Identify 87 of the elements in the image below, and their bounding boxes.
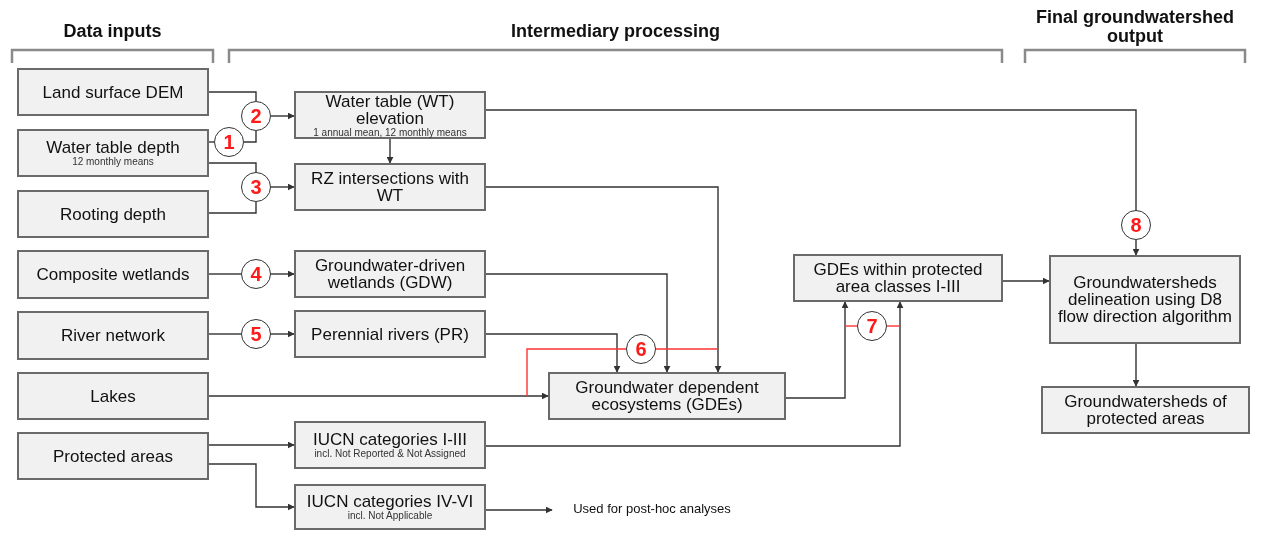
grouping-line (655, 348, 719, 350)
process-box (294, 91, 486, 139)
step-number-circle (214, 127, 244, 157)
connector-arrow (1132, 239, 1140, 256)
box-label: Water table (WT) elevation (324, 92, 456, 127)
connector-arrow (386, 138, 394, 164)
box-label: River network (61, 327, 165, 344)
step-number: 8 (1130, 215, 1142, 235)
grouping-line (526, 348, 627, 397)
step-number-circle (241, 259, 271, 289)
step-number-circle (241, 172, 271, 202)
connector-arrow (485, 506, 553, 514)
section-heading: Data inputs (62, 22, 163, 41)
box-label: Groundwater dependent ecosystems (GDEs) (574, 379, 760, 413)
connector-arrow (485, 333, 621, 373)
process-box (294, 310, 486, 358)
step-number-circle (1121, 210, 1151, 240)
connector-line (208, 141, 215, 143)
process-box (17, 372, 209, 420)
process-box (1041, 386, 1250, 434)
connector-arrow (1002, 277, 1050, 285)
connector-arrow (270, 183, 295, 191)
connector-line (208, 333, 242, 335)
connector-line (243, 130, 257, 143)
process-box (17, 311, 209, 360)
box-label: Water table depth (46, 139, 180, 156)
connector-arrow (485, 186, 722, 373)
box-label: RZ intersections with WT (310, 170, 470, 204)
connector-arrow (485, 273, 671, 373)
step-number: 6 (635, 339, 647, 359)
process-box (548, 372, 786, 420)
connector-arrow (270, 112, 295, 120)
step-number: 3 (250, 177, 262, 197)
connector-arrow (208, 463, 295, 511)
process-box (1049, 255, 1241, 344)
box-label: Composite wetlands (36, 266, 190, 283)
box-label: Perennial rivers (PR) (311, 325, 469, 343)
box-sublabel: 12 monthly means (72, 156, 154, 167)
box-label: Land surface DEM (42, 83, 184, 101)
connector-arrow (208, 392, 549, 400)
box-sublabel: incl. Not Applicable (347, 510, 433, 521)
process-box (793, 254, 1003, 302)
step-number-circle (241, 319, 271, 349)
box-label: Protected areas (53, 447, 173, 465)
process-box (294, 484, 486, 530)
box-sublabel: 1 annual mean, 12 monthly means (313, 126, 467, 138)
process-box (17, 190, 209, 238)
box-label: Groundwatersheds of protected areas (1063, 393, 1228, 427)
box-sublabel: incl. Not Reported & Not Assigned (314, 448, 466, 459)
process-box (17, 432, 209, 480)
connector-arrow (208, 441, 295, 449)
step-number-circle (857, 311, 887, 341)
connector-arrow (785, 301, 849, 399)
step-number-circle (241, 101, 271, 131)
section-heading: Final groundwatershed output (1035, 8, 1235, 46)
connector-line (208, 162, 257, 173)
step-number: 1 (223, 132, 235, 152)
step-number: 4 (250, 264, 262, 284)
connector-line (208, 91, 257, 102)
box-label: GDEs within protected area classes I-III (812, 261, 984, 295)
process-box (17, 250, 209, 299)
connector-arrow (485, 301, 904, 447)
box-label: Lakes (90, 387, 136, 405)
grouping-line (886, 325, 901, 327)
step-number: 5 (250, 324, 262, 344)
step-number: 2 (250, 106, 262, 126)
box-label: IUCN categories I-III (313, 431, 467, 448)
connector-line (208, 273, 242, 275)
grouping-line (844, 325, 858, 327)
step-number-circle (626, 334, 656, 364)
connector-arrow (270, 330, 295, 338)
connector-arrow (270, 270, 295, 278)
note-text: Used for post-hoc analyses (552, 501, 752, 519)
connector-arrow (1132, 343, 1140, 387)
step-number: 7 (866, 316, 878, 336)
box-label: Groundwater-driven wetlands (GDW) (313, 257, 467, 291)
box-label: IUCN categories IV-VI (306, 493, 474, 510)
process-box (294, 250, 486, 298)
process-box (294, 163, 486, 211)
process-box (17, 68, 209, 116)
process-box (17, 129, 209, 177)
box-label: Rooting depth (60, 205, 166, 223)
connector-line (485, 109, 1137, 211)
box-label: Groundwatersheds delineation using D8 flow direction algorithm (1057, 274, 1233, 325)
process-box (294, 421, 486, 469)
connector-line (208, 201, 257, 214)
section-heading: Intermediary processing (509, 22, 722, 41)
